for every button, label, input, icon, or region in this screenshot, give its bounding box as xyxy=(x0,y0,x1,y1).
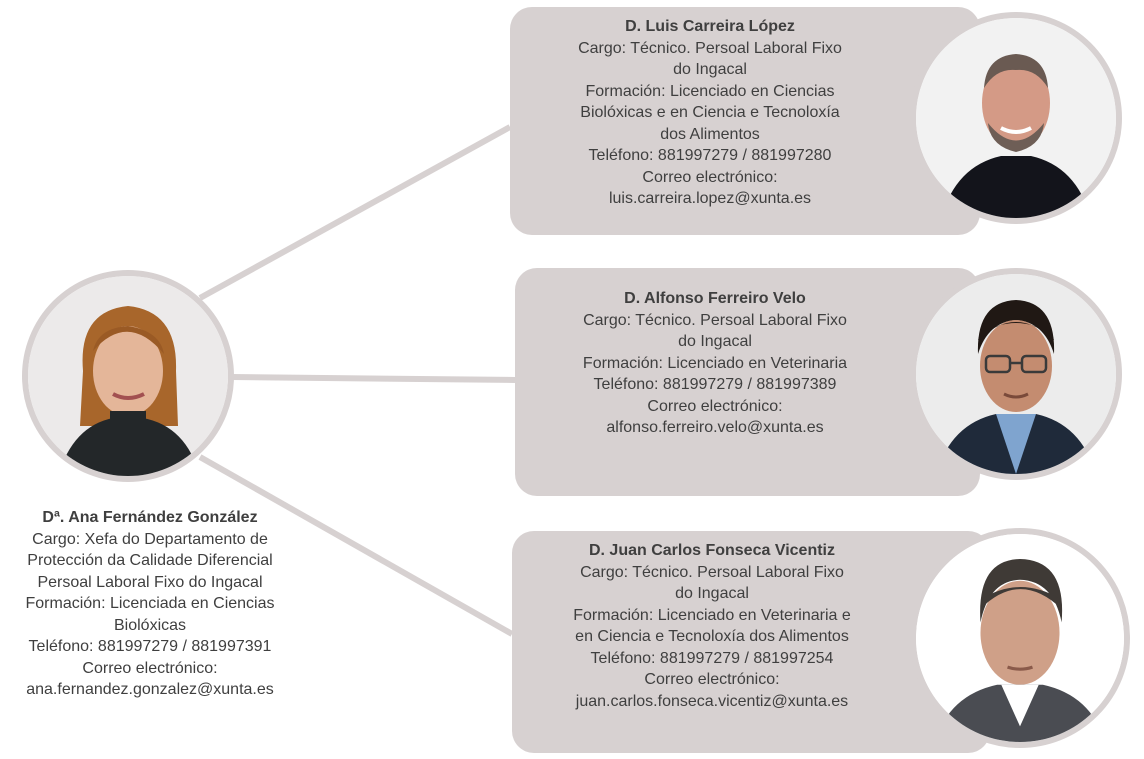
ana-line: Protección da Calidade Diferencial xyxy=(27,552,273,569)
alfonso-photo xyxy=(910,268,1122,480)
man-portrait-dark-shirt-icon xyxy=(916,18,1116,218)
luis-line: Correo electrónico: xyxy=(642,168,778,186)
luis-line: do Ingacal xyxy=(673,61,747,78)
ana-info: Dª. Ana Fernández González Cargo: Xefa d… xyxy=(0,507,390,701)
ana-photo xyxy=(22,270,234,482)
juan-line: Teléfono: 881997279 / 881997254 xyxy=(590,649,834,667)
ana-line: Cargo: Xefa do Departamento de xyxy=(32,530,268,548)
juan-email: juan.carlos.fonseca.vicentiz@xunta.es xyxy=(575,692,849,710)
luis-card xyxy=(510,7,980,235)
woman-portrait-icon xyxy=(28,276,228,476)
juan-photo xyxy=(910,528,1130,748)
luis-line: dos Alimentos xyxy=(660,125,760,143)
alfonso-card xyxy=(515,268,980,496)
juan-name: D. Juan Carlos Fonseca Vicentiz xyxy=(588,542,835,559)
ana-line: Biolóxicas xyxy=(113,616,187,634)
connector-to-alfonso xyxy=(231,374,516,383)
alfonso-line: Teléfono: 881997279 / 881997389 xyxy=(593,376,837,393)
alfonso-line: Cargo: Técnico. Persoal Laboral Fixo xyxy=(583,311,847,329)
luis-email: luis.carreira.lopez@xunta.es xyxy=(608,190,812,207)
alfonso-email: alfonso.ferreiro.velo@xunta.es xyxy=(606,419,824,436)
juan-line: en Ciencia e Tecnoloxía dos Alimentos xyxy=(575,628,849,645)
luis-info: D. Luis Carreira López Cargo: Técnico. P… xyxy=(510,16,910,210)
luis-photo xyxy=(910,12,1122,224)
luis-line: Teléfono: 881997279 / 881997280 xyxy=(588,147,832,164)
ana-line: Persoal Laboral Fixo do Ingacal xyxy=(37,573,263,591)
man-portrait-suit-icon xyxy=(916,534,1124,742)
ana-line: Correo electrónico: xyxy=(82,659,218,677)
juan-line: Formación: Licenciado en Veterinaria e xyxy=(573,606,851,624)
man-portrait-glasses-icon xyxy=(916,274,1116,474)
juan-line: Correo electrónico: xyxy=(644,671,780,688)
connector-to-luis xyxy=(198,124,512,301)
ana-email: ana.fernandez.gonzalez@xunta.es xyxy=(26,681,274,698)
connector-to-juan xyxy=(198,454,514,637)
luis-name: D. Luis Carreira López xyxy=(625,18,795,35)
ana-line: Formación: Licenciada en Ciencias xyxy=(25,595,275,612)
juan-line: Cargo: Técnico. Persoal Laboral Fixo xyxy=(580,563,844,581)
alfonso-info: D. Alfonso Ferreiro Velo Cargo: Técnico.… xyxy=(515,288,915,439)
juan-line: do Ingacal xyxy=(675,585,749,602)
luis-line: Cargo: Técnico. Persoal Laboral Fixo xyxy=(578,39,842,57)
luis-line: Formación: Licenciado en Ciencias xyxy=(585,82,835,100)
alfonso-line: do Ingacal xyxy=(678,333,752,350)
alfonso-line: Correo electrónico: xyxy=(647,397,783,415)
alfonso-name: D. Alfonso Ferreiro Velo xyxy=(624,290,806,307)
juan-info: D. Juan Carlos Fonseca Vicentiz Cargo: T… xyxy=(512,540,912,712)
alfonso-line: Formación: Licenciado en Veterinaria xyxy=(582,354,848,372)
luis-line: Biolóxicas e en Ciencia e Tecnoloxía xyxy=(580,104,840,121)
ana-name: Dª. Ana Fernández González xyxy=(42,509,258,526)
ana-line: Teléfono: 881997279 / 881997391 xyxy=(28,638,272,655)
